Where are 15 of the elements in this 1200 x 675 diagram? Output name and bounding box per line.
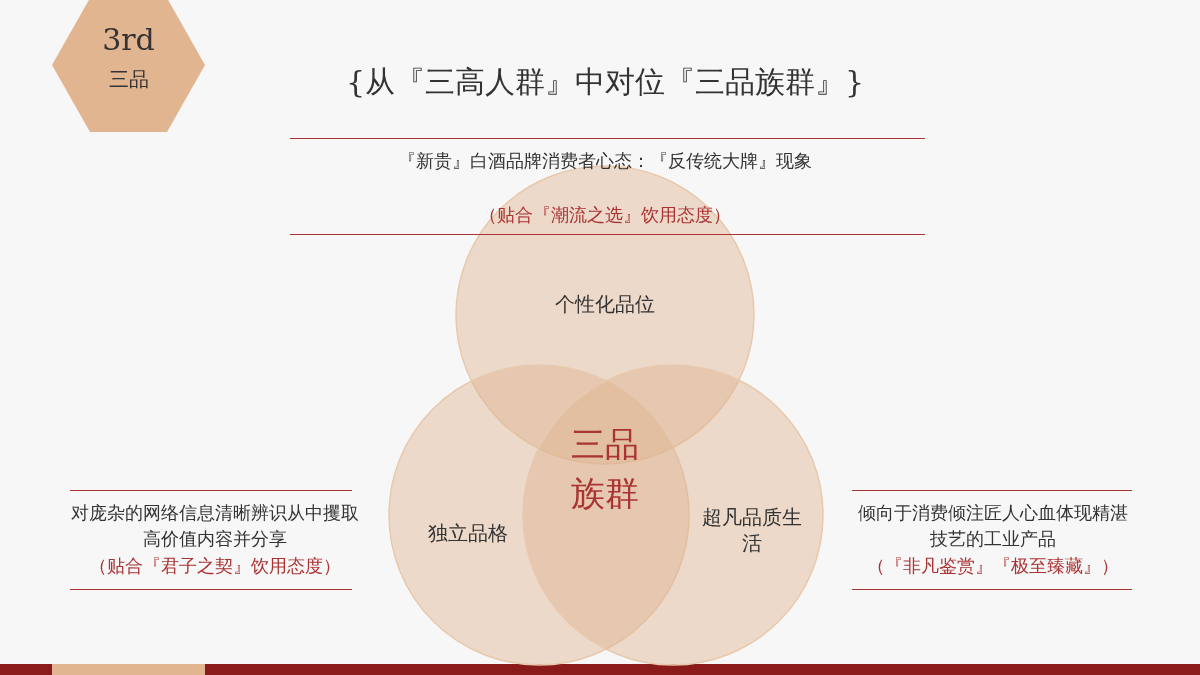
subtitle-text: 『新贵』白酒品牌消费者心态：『反传统大牌』现象 <box>397 149 813 173</box>
description-text: 倾向于消费倾注匠人心血体现精湛技艺的工业产品 <box>856 501 1129 552</box>
badge-number: 3rd <box>101 21 156 59</box>
venn-circle <box>522 364 824 666</box>
circle-label: 个性化品位 <box>554 291 656 317</box>
note-text: （贴合『君子之契』饮用态度） <box>88 554 342 578</box>
badge-text: 三品 <box>107 66 150 92</box>
note-text: （贴合『潮流之选』饮用态度） <box>478 203 732 227</box>
note-text: （『非凡鉴赏』『极至臻藏』） <box>865 554 1120 578</box>
center-label: 三品族群 <box>570 423 640 516</box>
circle-label: 独立品格 <box>427 520 509 546</box>
title: {从『三高人群』中对位『三品族群』} <box>344 63 866 101</box>
description-text: 对庞杂的网络信息清晰辨识从中攫取高价值内容并分享 <box>70 501 360 552</box>
hexagon-badge <box>52 0 205 132</box>
circle-label: 超凡品质生活 <box>701 504 803 556</box>
